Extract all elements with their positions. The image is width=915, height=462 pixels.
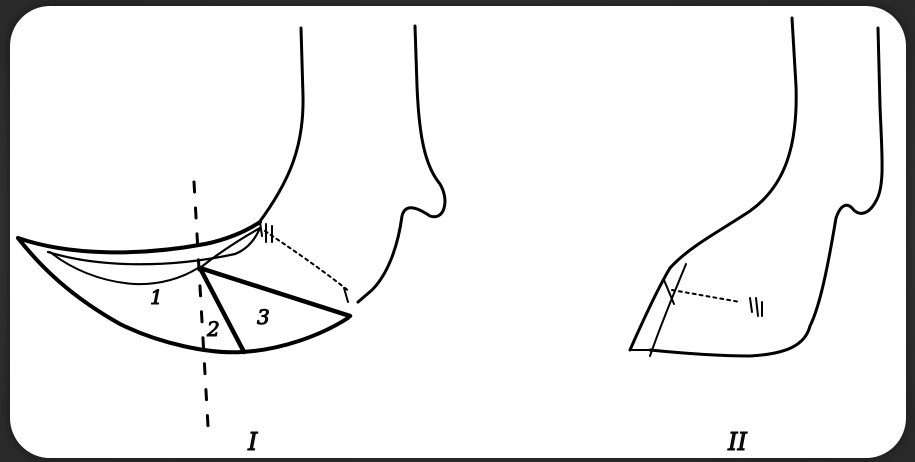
figure-i-line-upper bbox=[200, 228, 260, 268]
figure-i: 1 2 3 I bbox=[18, 26, 445, 456]
zone-label-1: 1 bbox=[150, 285, 163, 309]
figure-i-hatch-line bbox=[265, 231, 350, 292]
zone-label-2: 2 bbox=[206, 317, 220, 341]
figure-i-sole bbox=[18, 238, 348, 352]
figure-ii: II bbox=[630, 18, 882, 456]
hoof-diagram: 1 2 3 I II bbox=[10, 6, 906, 458]
figure-ii-toe-inner bbox=[650, 264, 686, 356]
figure-ii-front-outline bbox=[670, 18, 796, 268]
figure-i-heel-outline bbox=[358, 26, 445, 302]
figure-i-label: I bbox=[247, 428, 258, 456]
figure-ii-label: II bbox=[727, 428, 747, 456]
figure-i-leg-outline bbox=[258, 28, 303, 224]
figure-ii-hatch-line bbox=[672, 290, 740, 302]
zone-label-3: 3 bbox=[257, 305, 270, 329]
diagram-panel: 1 2 3 I II bbox=[10, 6, 906, 458]
figure-i-dashed-axis bbox=[194, 182, 208, 426]
figure-i-hoof-wall bbox=[18, 222, 260, 252]
figure-i-toe-line bbox=[50, 252, 198, 284]
figure-ii-back-outline bbox=[650, 28, 882, 356]
